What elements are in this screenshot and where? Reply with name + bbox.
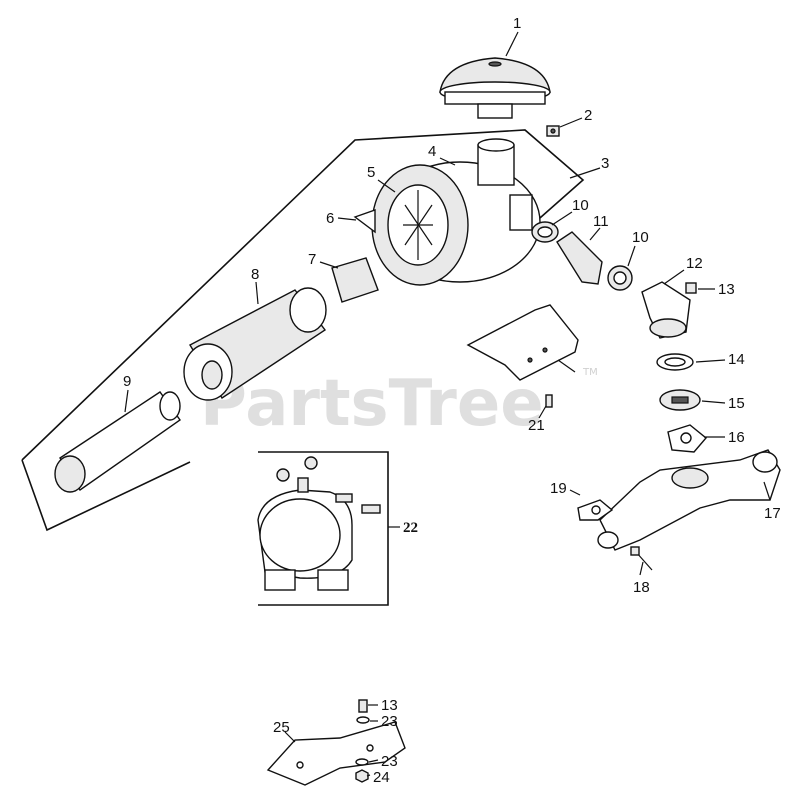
callout-25: 25 bbox=[273, 719, 290, 736]
part-16-gasket[interactable] bbox=[667, 424, 707, 453]
part-6-clip[interactable] bbox=[353, 209, 376, 234]
assembly-frame-bottom bbox=[21, 459, 191, 532]
part-1-cover[interactable] bbox=[439, 57, 551, 119]
callout-23b: 23 bbox=[381, 753, 398, 770]
callout-9: 9 bbox=[123, 373, 131, 390]
callout-1: 1 bbox=[513, 15, 521, 32]
part-23-washer-b[interactable] bbox=[355, 758, 369, 766]
callout-17: 17 bbox=[764, 505, 781, 522]
callout-19: 19 bbox=[550, 480, 567, 497]
callout-10a: 10 bbox=[572, 197, 589, 214]
callout-6: 6 bbox=[326, 210, 334, 227]
callout-8: 8 bbox=[251, 266, 259, 283]
callout-7: 7 bbox=[308, 251, 316, 268]
callout-2: 2 bbox=[584, 107, 592, 124]
part-13-screw-b[interactable] bbox=[358, 699, 368, 713]
callout-23a: 23 bbox=[381, 713, 398, 730]
watermark: PartsTree TM bbox=[200, 367, 598, 441]
part-21-screw[interactable] bbox=[545, 394, 553, 408]
part-2-fitting[interactable] bbox=[546, 125, 560, 137]
part-10-clamp-a[interactable] bbox=[531, 221, 559, 243]
callout-11: 11 bbox=[593, 213, 609, 230]
leader-lines bbox=[124, 31, 771, 777]
part-25-bracket[interactable] bbox=[266, 721, 406, 786]
part-11-hose[interactable] bbox=[556, 231, 603, 285]
callout-22: 22 bbox=[403, 520, 418, 536]
callout-5: 5 bbox=[367, 164, 375, 181]
callout-4: 4 bbox=[428, 143, 436, 160]
part-13-screw-a[interactable] bbox=[685, 282, 697, 294]
part-14-gasket[interactable] bbox=[656, 353, 694, 371]
part-17-intake-manifold[interactable] bbox=[597, 449, 781, 551]
callouts: 1 2 3 4 5 6 7 8 9 10 10 11 12 13 14 15 1… bbox=[123, 15, 781, 786]
callout-18: 18 bbox=[633, 579, 650, 596]
part-10-clamp-b[interactable] bbox=[607, 265, 633, 291]
watermark-trademark: TM bbox=[582, 367, 598, 378]
callout-10b: 10 bbox=[632, 229, 649, 246]
callout-15: 15 bbox=[728, 395, 745, 412]
part-19-gasket[interactable] bbox=[577, 499, 614, 521]
callout-12: 12 bbox=[686, 255, 703, 272]
part-8-filter-element[interactable] bbox=[183, 287, 327, 401]
callout-24: 24 bbox=[373, 769, 390, 786]
part-7-valve[interactable] bbox=[331, 257, 379, 303]
part-bracket[interactable] bbox=[466, 304, 579, 381]
part-22-subassembly-box bbox=[258, 451, 400, 606]
part-24-nut[interactable] bbox=[355, 769, 369, 783]
watermark-text: PartsTree bbox=[200, 367, 544, 441]
part-23-washer-a[interactable] bbox=[356, 716, 370, 724]
part-5-housing[interactable] bbox=[371, 164, 469, 286]
part-12-elbow[interactable] bbox=[641, 281, 691, 339]
callout-16: 16 bbox=[728, 429, 745, 446]
part-9-inner-filter[interactable] bbox=[54, 391, 181, 493]
callout-3: 3 bbox=[601, 155, 609, 172]
callout-13b: 13 bbox=[381, 697, 398, 714]
callout-21: 21 bbox=[528, 417, 545, 434]
part-22-band[interactable] bbox=[257, 456, 381, 591]
part-15-plate[interactable] bbox=[659, 389, 701, 411]
callout-14: 14 bbox=[728, 351, 745, 368]
assembly-frame-top bbox=[21, 129, 585, 461]
callout-13a: 13 bbox=[718, 281, 735, 298]
part-18-bolt[interactable] bbox=[630, 546, 653, 571]
